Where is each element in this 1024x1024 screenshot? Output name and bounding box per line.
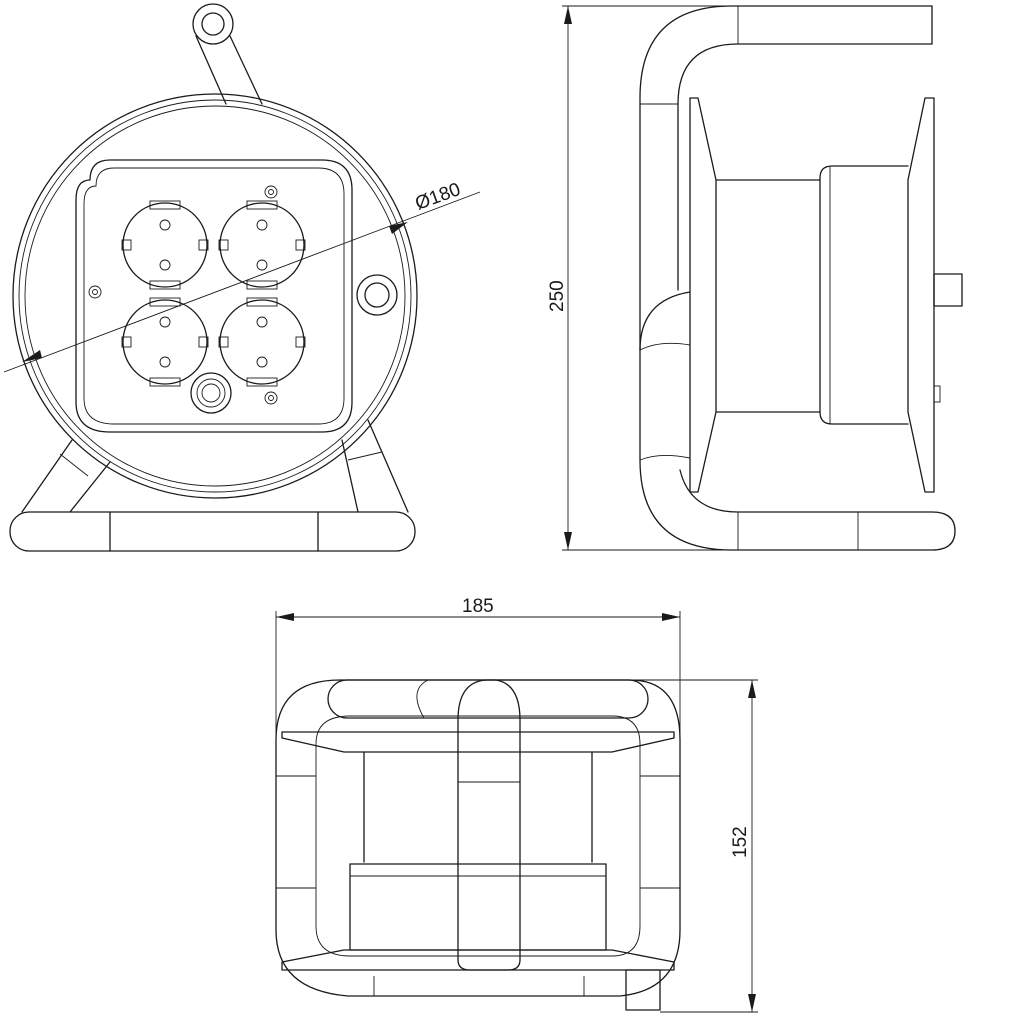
side-view: 250 bbox=[547, 5, 963, 551]
front-handle bbox=[192, 3, 263, 105]
depth-label: 152 bbox=[730, 826, 751, 858]
diameter-label: Ø180 bbox=[413, 179, 464, 215]
depth-dimension: 152 bbox=[630, 679, 758, 1013]
width-label: 185 bbox=[462, 596, 494, 617]
side-handle-frame bbox=[639, 5, 956, 551]
side-knob-icon bbox=[356, 274, 398, 316]
socket-bottom-right bbox=[218, 297, 306, 387]
front-stand bbox=[9, 419, 416, 552]
top-view: 185 152 bbox=[275, 596, 758, 1013]
drum-disc bbox=[12, 93, 418, 499]
top-drum bbox=[281, 731, 675, 1011]
socket-top-right bbox=[218, 200, 306, 290]
top-frame bbox=[275, 679, 681, 997]
top-handle bbox=[327, 679, 649, 971]
panel-screws bbox=[88, 185, 278, 405]
height-label: 250 bbox=[547, 280, 568, 312]
width-dimension: 185 bbox=[275, 596, 681, 740]
socket-top-left bbox=[121, 200, 209, 290]
socket-bottom-left bbox=[121, 297, 209, 387]
reset-button-icon bbox=[190, 372, 232, 414]
height-dimension: 250 bbox=[547, 5, 740, 551]
front-view: Ø180 bbox=[3, 3, 481, 552]
side-reel bbox=[689, 97, 963, 493]
socket-panel bbox=[75, 159, 353, 433]
